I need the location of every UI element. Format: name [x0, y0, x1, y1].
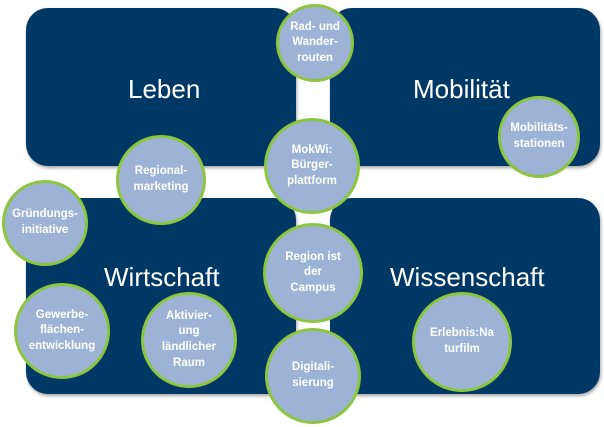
circle-gewerbeflaechen-text: Gewerbe- flächen- entwicklung [28, 308, 96, 352]
circle-digitalisierung: Digitali- sierung [265, 328, 361, 424]
circle-erlebnis-naturfilm-text: Erlebnis:Na turfilm [430, 327, 494, 355]
circle-regionalmarketing-text: Regional- marketing [133, 165, 189, 193]
circle-region-campus-text: Region ist der Campus [285, 250, 341, 294]
label-leben: Leben [128, 74, 201, 104]
circle-mokwi-text: MokWi: Bürger- plattform [287, 143, 337, 187]
circle-mobilitaetsstationen: Mobilitäts- stationen [498, 96, 580, 178]
circle-regionalmarketing: Regional- marketing [116, 135, 206, 225]
label-wirtschaft: Wirtschaft [104, 262, 220, 292]
circle-mokwi: MokWi: Bürger- plattform [264, 118, 360, 214]
circle-erlebnis-naturfilm: Erlebnis:Na turfilm [412, 292, 512, 392]
label-mobilitaet: Mobilität [413, 74, 510, 104]
circle-aktivierung: Aktivier- ung ländlicher Raum [141, 292, 237, 388]
label-wissenschaft: Wissenschaft [390, 262, 545, 292]
circle-mobilitaetsstationen-text: Mobilitäts- stationen [510, 122, 568, 150]
circle-gruendungsinitiative: Gründungs- initiative [2, 180, 88, 266]
circle-region-campus: Region ist der Campus [263, 223, 363, 323]
circle-gruendungsinitiative-text: Gründungs- initiative [12, 208, 78, 236]
circle-rad-wanderrouten-text: Rad- und Wander- routen [290, 20, 340, 64]
circle-digitalisierung-text: Digitali- sierung [291, 361, 335, 389]
circle-gewerbeflaechen: Gewerbe- flächen- entwicklung [14, 283, 110, 379]
circle-rad-wanderrouten: Rad- und Wander- routen [276, 4, 354, 82]
circle-aktivierung-text: Aktivier- ung ländlicher Raum [161, 309, 217, 369]
